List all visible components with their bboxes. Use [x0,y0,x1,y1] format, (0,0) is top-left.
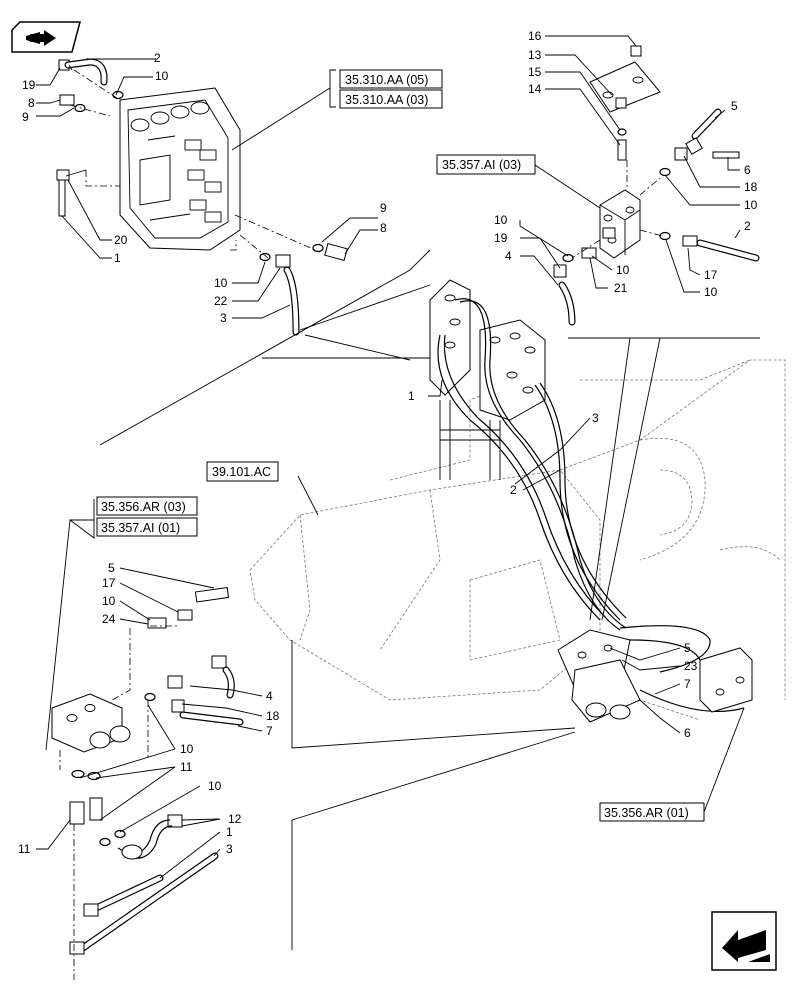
callout: 5 [108,561,115,575]
callout: 11 [180,760,193,774]
callout: 6 [684,726,691,740]
callout: 6 [744,163,751,177]
ref-box-35-356-ar-01[interactable]: 35.356.AR (01) [599,802,705,822]
callout: 1 [114,251,121,265]
callout: 7 [684,677,691,691]
control-valve-block [119,87,241,251]
svg-text:39.101.AC: 39.101.AC [212,465,271,479]
lower-left-valve-assembly [51,586,244,955]
callout: 2 [154,51,161,65]
ref-box-35-356-ar-03[interactable]: 35.356.AR (03) [96,496,198,516]
callout: 14 [528,82,542,96]
callout-labels: 2 10 19 8 9 20 1 9 8 10 22 3 16 13 15 14… [18,29,758,856]
callout: 17 [102,576,116,590]
callout: 21 [614,281,628,295]
mounting-bracket [589,45,661,161]
ref-box-35-357-ai-01[interactable]: 35.357.AI (01) [96,517,198,537]
callout: 5 [731,99,738,113]
callout: 3 [226,842,233,856]
callout: 20 [114,233,128,247]
callout: 10 [208,779,222,793]
book-arrow-icon[interactable] [11,21,81,53]
callout: 11 [18,842,31,856]
callout: 5 [684,641,691,655]
callout: 9 [380,201,387,215]
callout: 10 [180,742,194,756]
callout: 12 [228,812,242,826]
callout: 3 [220,311,227,325]
ref-box-39-101-ac[interactable]: 39.101.AC [206,461,279,482]
callout: 19 [494,231,508,245]
callout: 1 [226,825,233,839]
svg-text:35.356.AR (01): 35.356.AR (01) [604,806,689,820]
callout: 10 [214,276,228,290]
directional-valve-top-right [599,189,641,259]
callout: 10 [616,263,630,277]
callout: 8 [380,221,387,235]
fittings-group-top-right [553,108,760,326]
callout: 17 [704,268,718,282]
callout: 18 [266,709,280,723]
callout: 8 [28,96,35,110]
leader-lines [36,35,741,879]
svg-text:35.356.AR (03): 35.356.AR (03) [101,500,186,514]
callout: 13 [528,48,542,62]
callout: 15 [528,65,542,79]
callout: 24 [102,612,116,626]
callout: 1 [408,389,415,403]
svg-text:35.310.AA (03): 35.310.AA (03) [345,93,428,107]
callout: 10 [155,69,169,83]
callout: 19 [22,78,36,92]
next-page-arrow-icon[interactable] [711,911,777,971]
callout: 2 [744,219,751,233]
callout: 23 [684,659,698,673]
callout: 9 [22,110,29,124]
pilot-valve-cluster [557,629,753,723]
callout: 4 [266,689,273,703]
reference-pointer-lines [45,69,760,950]
svg-text:35.310.AA (05): 35.310.AA (05) [345,73,428,87]
main-hose-routing [437,298,745,713]
callout: 22 [214,294,228,308]
callout: 16 [528,29,542,43]
callout: 4 [505,249,512,263]
svg-text:35.357.AI (03): 35.357.AI (03) [442,158,521,172]
callout: 18 [744,180,758,194]
callout: 2 [510,483,517,497]
callout: 7 [266,724,273,738]
svg-text:35.357.AI (01): 35.357.AI (01) [101,521,180,535]
fittings-group-top-left [56,58,348,336]
callout: 10 [102,594,116,608]
callout: 10 [494,213,508,227]
callout: 10 [744,198,758,212]
ref-box-35-310-aa-05[interactable]: 35.310.AA (05) [339,69,443,89]
ref-box-35-357-ai-03[interactable]: 35.357.AI (03) [436,154,536,175]
callout: 3 [592,411,599,425]
ref-box-35-310-aa-03[interactable]: 35.310.AA (03) [339,89,443,109]
main-control-valve [429,279,546,480]
callout: 10 [704,285,718,299]
